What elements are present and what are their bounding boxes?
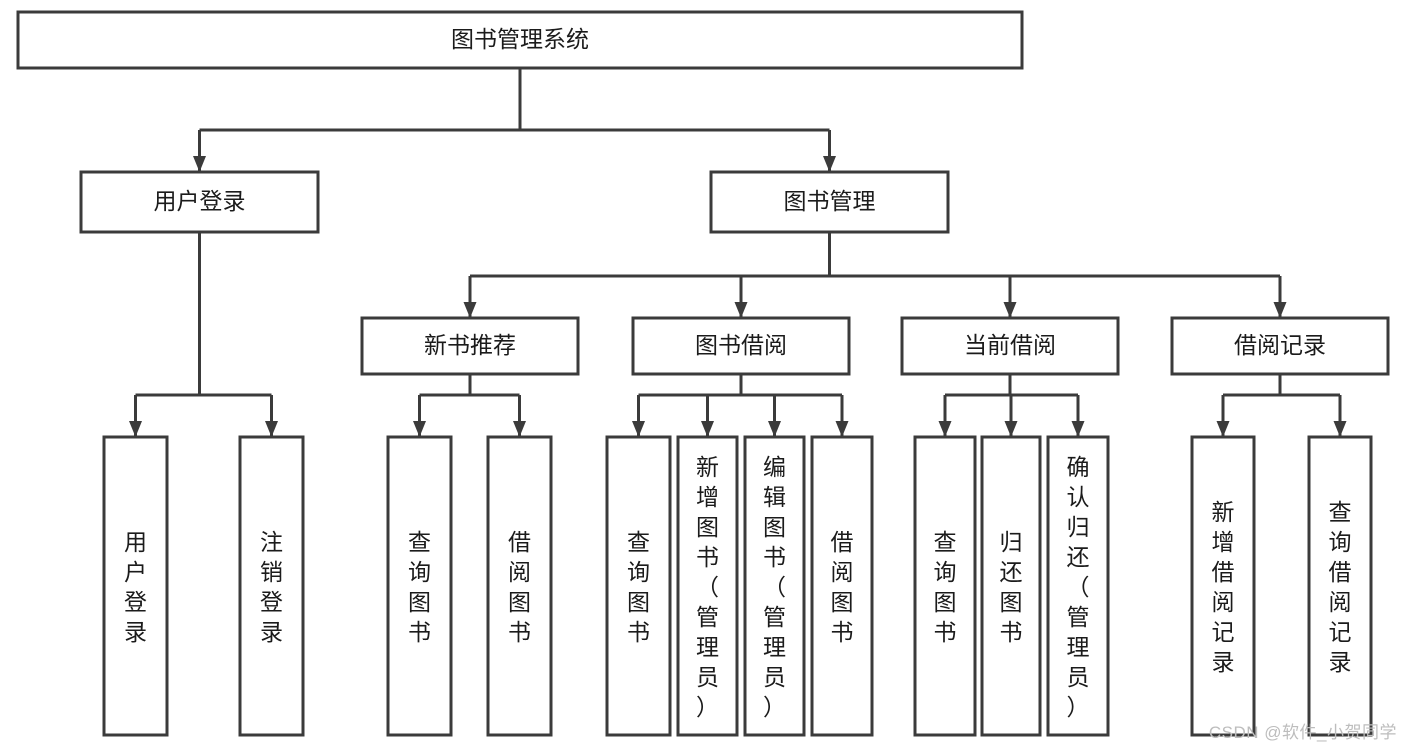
node-user-login[interactable]: 用户登录 <box>79 170 320 234</box>
node-leaf-query-book-3[interactable]: 查询图书 <box>913 435 977 737</box>
node-label: 查询借阅记录 <box>1329 499 1352 675</box>
arrow-head-icon <box>265 421 278 437</box>
node-label: 当前借阅 <box>964 332 1056 358</box>
node-box <box>486 435 553 737</box>
node-box <box>913 435 977 737</box>
arrow-head-icon <box>1273 302 1287 318</box>
arrow-head-icon <box>193 156 206 172</box>
node-label: 查询图书 <box>934 529 957 645</box>
arrow-head-icon <box>823 156 836 172</box>
node-box <box>1170 316 1390 376</box>
node-label: 新增借阅记录 <box>1212 499 1235 675</box>
node-label: 注销登录 <box>260 529 283 645</box>
node-leaf-return-book[interactable]: 归还图书 <box>980 435 1042 737</box>
node-label: 图书管理 <box>784 188 876 214</box>
node-box <box>605 435 672 737</box>
node-label: 借阅图书 <box>508 529 531 645</box>
arrow-head-icon <box>1003 302 1017 318</box>
node-leaf-confirm-return[interactable]: 确认归还（管理员） <box>1046 435 1110 737</box>
arrow-head-icon <box>129 421 142 437</box>
node-leaf-query-borrow-record[interactable]: 查询借阅记录 <box>1307 435 1373 737</box>
node-current-borrow[interactable]: 当前借阅 <box>900 316 1120 376</box>
arrow-head-icon <box>835 421 849 437</box>
arrow-head-icon <box>632 421 645 437</box>
node-box <box>743 435 806 737</box>
node-box <box>79 170 320 234</box>
node-leaf-borrow-book-1[interactable]: 借阅图书 <box>486 435 553 737</box>
node-label: 借阅图书 <box>831 529 854 645</box>
node-new-book-recommend[interactable]: 新书推荐 <box>360 316 580 376</box>
watermark-label: CSDN @软件_小贺同学 <box>1208 723 1397 742</box>
arrow-head-icon <box>513 421 526 437</box>
node-leaf-query-book-2[interactable]: 查询图书 <box>605 435 672 737</box>
node-label: 图书管理系统 <box>451 26 589 52</box>
node-label: 新增图书（管理员） <box>696 454 719 720</box>
arrow-head-icon <box>701 421 714 437</box>
node-leaf-user-login[interactable]: 用户登录 <box>102 435 169 737</box>
node-box <box>709 170 950 234</box>
arrow-head-icon <box>734 302 748 318</box>
node-box <box>238 435 305 737</box>
arrow-head-icon <box>413 421 426 437</box>
node-box <box>980 435 1042 737</box>
node-leaf-add-borrow-record[interactable]: 新增借阅记录 <box>1190 435 1256 737</box>
node-label: 确认归还（管理员） <box>1067 454 1090 720</box>
arrow-head-icon <box>1216 421 1230 437</box>
node-book-manage[interactable]: 图书管理 <box>709 170 950 234</box>
node-label: 查询图书 <box>408 529 431 645</box>
node-box <box>1046 435 1110 737</box>
node-label: 新书推荐 <box>424 332 516 358</box>
node-box <box>360 316 580 376</box>
arrow-head-icon <box>1004 421 1018 437</box>
node-label: 查询图书 <box>627 529 650 645</box>
node-layer: 图书管理系统用户登录图书管理新书推荐图书借阅当前借阅借阅记录用户登录注销登录查询… <box>16 10 1390 737</box>
node-label: 编辑图书（管理员） <box>763 454 786 720</box>
node-box <box>16 10 1024 70</box>
node-label: 用户登录 <box>154 188 246 214</box>
node-borrow-record[interactable]: 借阅记录 <box>1170 316 1390 376</box>
node-label: 借阅记录 <box>1234 332 1326 358</box>
node-box <box>631 316 851 376</box>
arrow-head-icon <box>1071 421 1085 437</box>
node-box <box>676 435 739 737</box>
arrow-head-icon <box>938 421 952 437</box>
node-leaf-edit-book[interactable]: 编辑图书（管理员） <box>743 435 806 737</box>
node-label: 归还图书 <box>1000 529 1023 645</box>
node-box <box>386 435 453 737</box>
node-label: 用户登录 <box>124 529 147 645</box>
node-leaf-borrow-book-2[interactable]: 借阅图书 <box>810 435 874 737</box>
node-root-图书管理系统[interactable]: 图书管理系统 <box>16 10 1024 70</box>
node-leaf-add-book[interactable]: 新增图书（管理员） <box>676 435 739 737</box>
node-box <box>1190 435 1256 737</box>
arrow-head-icon <box>463 302 477 318</box>
node-label: 图书借阅 <box>695 332 787 358</box>
node-leaf-logout-login[interactable]: 注销登录 <box>238 435 305 737</box>
node-box <box>102 435 169 737</box>
node-box <box>1307 435 1373 737</box>
node-box <box>810 435 874 737</box>
node-leaf-query-book-1[interactable]: 查询图书 <box>386 435 453 737</box>
arrow-head-icon <box>768 421 781 437</box>
node-book-borrow[interactable]: 图书借阅 <box>631 316 851 376</box>
arrow-head-icon <box>1333 421 1347 437</box>
node-box <box>900 316 1120 376</box>
connector-layer <box>129 68 1347 437</box>
